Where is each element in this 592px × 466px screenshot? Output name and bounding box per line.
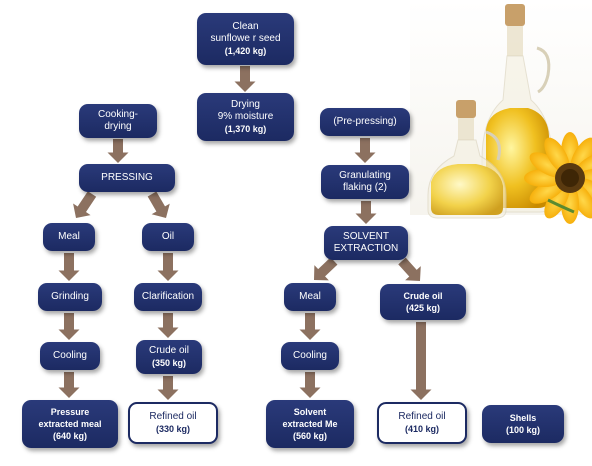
shells-qty: (100 kg) xyxy=(505,425,540,435)
crude-oil-left-line1: Crude oil xyxy=(148,345,190,356)
arrow-crude-to-refined-right xyxy=(410,322,432,400)
clean-seed-line2: sunflowe r seed xyxy=(210,33,281,44)
drying-line2: 9% moisture xyxy=(217,111,274,122)
arrow-meal-to-grinding xyxy=(58,253,80,281)
drying-line1: Drying xyxy=(231,99,260,110)
pressure-meal-line2: extracted meal xyxy=(38,419,102,429)
arrow-crude-to-refined-left xyxy=(157,376,179,400)
sunflower-icon xyxy=(524,132,592,224)
arrow-clarification-to-crude xyxy=(157,313,179,338)
drying-qty: (1,370 kg) xyxy=(224,124,267,134)
arrow-cooling-to-solvent-meal xyxy=(299,372,321,398)
clarification-label: Clarification xyxy=(141,291,195,302)
shells-line1: Shells xyxy=(509,413,537,423)
cooling-right-label: Cooling xyxy=(293,350,327,361)
cooking-drying-line1: Cooking- xyxy=(97,109,139,120)
solvent-extraction-node: SOLVENT EXTRACTION xyxy=(324,226,408,260)
solvent-extraction-line2: EXTRACTION xyxy=(333,243,399,254)
cooling-left-label: Cooling xyxy=(53,350,87,361)
solvent-meal-node: Solvent extracted Me (560 kg) xyxy=(266,400,354,448)
refined-oil-left-qty: (330 kg) xyxy=(155,424,190,434)
refined-oil-right-node: Refined oil (410 kg) xyxy=(377,402,467,444)
crude-oil-left-qty: (350 kg) xyxy=(151,358,186,368)
cooling-left-node: Cooling xyxy=(40,342,100,370)
arrow-grinding-to-cooling xyxy=(58,313,80,340)
pressure-meal-node: Pressure extracted meal (640 kg) xyxy=(22,400,118,448)
arrow-pressing-to-meal xyxy=(73,191,97,218)
small-bottle-icon xyxy=(427,100,507,219)
crude-oil-right-qty: (425 kg) xyxy=(405,303,440,313)
arrow-pressing-to-oil xyxy=(147,191,170,218)
crude-oil-left-node: Crude oil (350 kg) xyxy=(136,340,202,374)
granulating-line2: flaking (2) xyxy=(343,182,387,193)
solvent-meal-line2: extracted Me xyxy=(282,419,338,429)
arrow-meal-to-cooling xyxy=(299,313,321,340)
meal-left-node: Meal xyxy=(43,223,95,251)
crude-oil-right-line1: Crude oil xyxy=(403,291,443,301)
solvent-meal-line1: Solvent xyxy=(293,407,327,417)
grinding-node: Grinding xyxy=(38,283,102,311)
meal-left-label: Meal xyxy=(58,231,80,242)
grinding-label: Grinding xyxy=(51,291,89,302)
oil-left-label: Oil xyxy=(161,231,175,242)
arrow-seed-to-drying xyxy=(234,66,256,92)
clarification-node: Clarification xyxy=(134,283,202,311)
arrow-cooling-to-pressure-meal xyxy=(58,372,80,398)
granulating-line1: Granulating xyxy=(339,170,391,181)
granulating-node: Granulating flaking (2) xyxy=(321,165,409,199)
refined-oil-right-line1: Refined oil xyxy=(398,411,446,422)
refined-oil-left-line1: Refined oil xyxy=(149,411,197,422)
cooking-drying-node: Cooking- drying xyxy=(79,104,157,138)
drying-node: Drying 9% moisture (1,370 kg) xyxy=(197,93,294,141)
meal-right-label: Meal xyxy=(299,291,321,302)
pressing-node: PRESSING xyxy=(79,164,175,192)
refined-oil-right-qty: (410 kg) xyxy=(404,424,439,434)
cooking-drying-line2: drying xyxy=(104,121,132,132)
arrow-cooking-to-pressing xyxy=(107,139,129,163)
solvent-meal-qty: (560 kg) xyxy=(292,431,327,441)
arrow-prepressing-to-granulating xyxy=(354,138,376,163)
arrow-solvent-to-meal xyxy=(314,257,338,281)
refined-oil-left-node: Refined oil (330 kg) xyxy=(128,402,218,444)
clean-seed-node: Clean sunflowe r seed (1,420 kg) xyxy=(197,13,294,65)
meal-right-node: Meal xyxy=(284,283,336,311)
arrow-solvent-to-crude xyxy=(398,257,421,281)
pre-pressing-label: (Pre-pressing) xyxy=(333,116,397,127)
pre-pressing-node: (Pre-pressing) xyxy=(320,108,410,136)
pressure-meal-qty: (640 kg) xyxy=(52,431,87,441)
arrow-granulating-to-solvent xyxy=(355,201,377,224)
solvent-extraction-line1: SOLVENT xyxy=(343,231,389,242)
oil-left-node: Oil xyxy=(142,223,194,251)
clean-seed-line1: Clean xyxy=(232,21,259,32)
arrow-oil-to-clarification xyxy=(157,253,179,281)
cooling-right-node: Cooling xyxy=(281,342,339,370)
pressing-label: PRESSING xyxy=(101,172,153,183)
clean-seed-qty: (1,420 kg) xyxy=(224,46,267,56)
pressure-meal-line1: Pressure xyxy=(50,407,90,417)
shells-node: Shells (100 kg) xyxy=(482,405,564,443)
crude-oil-right-node: Crude oil (425 kg) xyxy=(380,284,466,320)
